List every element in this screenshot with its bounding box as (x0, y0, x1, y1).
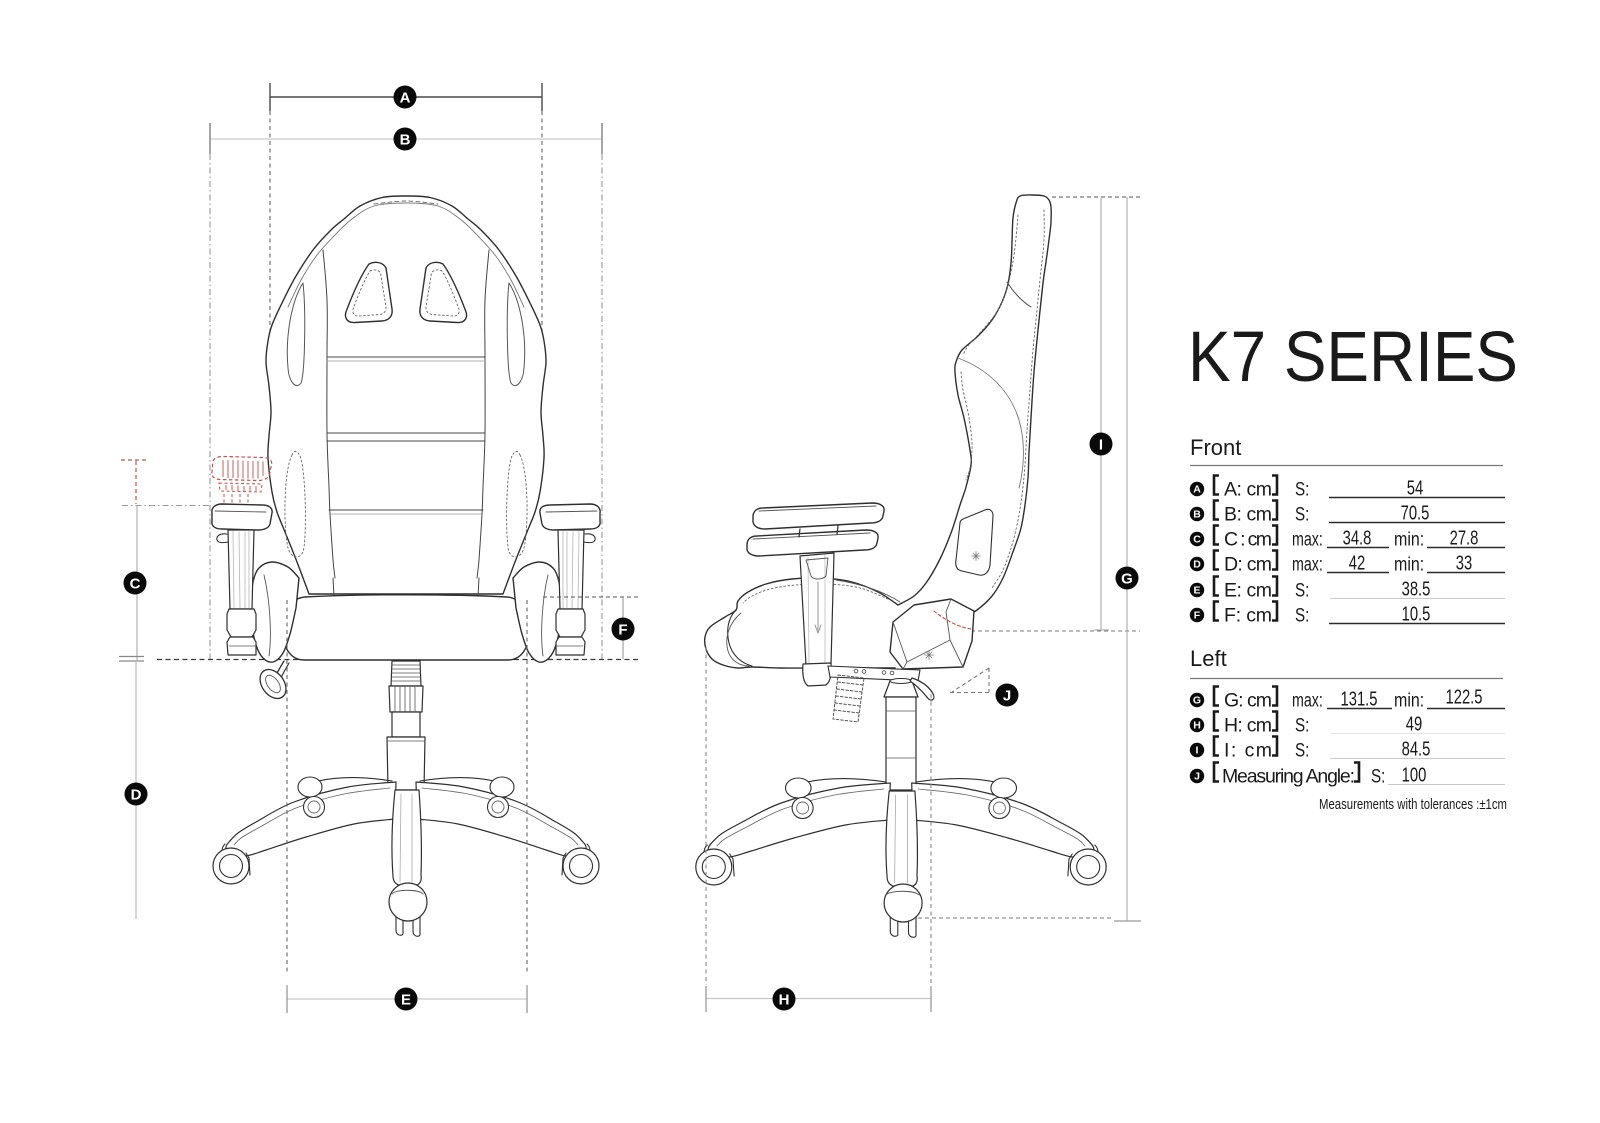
svg-text:C: C (130, 576, 141, 593)
svg-text:B: cm: B: cm (1224, 504, 1272, 526)
svg-text:33: 33 (1456, 551, 1472, 574)
svg-text:54: 54 (1407, 476, 1424, 499)
svg-text:I: I (1099, 437, 1103, 454)
svg-text:G: G (1193, 695, 1201, 707)
svg-text:100: 100 (1402, 763, 1427, 786)
svg-text:34.8: 34.8 (1343, 526, 1372, 549)
svg-text:Measuring Angle:: Measuring Angle: (1222, 766, 1355, 788)
svg-text:S:: S: (1295, 579, 1309, 601)
svg-text:E: E (1193, 585, 1200, 597)
svg-text:G: G (1121, 571, 1133, 588)
svg-text:H: H (1193, 720, 1201, 732)
svg-text:A: A (1193, 484, 1201, 496)
svg-text:E: E (401, 992, 411, 1009)
svg-text:J: J (1003, 688, 1011, 705)
svg-text:min:: min: (1394, 528, 1424, 550)
svg-text:B: B (400, 132, 411, 149)
svg-text:max:: max: (1292, 528, 1323, 550)
svg-text:min:: min: (1394, 689, 1424, 711)
svg-text:I: I (1196, 745, 1199, 757)
svg-text:min:: min: (1394, 553, 1424, 575)
svg-text:S:: S: (1295, 714, 1309, 736)
svg-text:42: 42 (1349, 551, 1365, 574)
svg-text:84.5: 84.5 (1402, 737, 1431, 760)
svg-text:49: 49 (1406, 712, 1422, 735)
svg-text:F: F (1194, 610, 1201, 622)
svg-text:38.5: 38.5 (1402, 577, 1431, 600)
svg-text:E: cm: E: cm (1224, 580, 1272, 602)
svg-text:S:: S: (1295, 739, 1309, 761)
svg-text:A: cm: A: cm (1224, 479, 1272, 501)
svg-text:K7 SERIES: K7 SERIES (1188, 318, 1518, 397)
svg-text:max:: max: (1292, 689, 1323, 711)
svg-text:S:: S: (1295, 478, 1309, 500)
svg-text:J: J (1194, 771, 1200, 783)
svg-text:10.5: 10.5 (1402, 602, 1431, 625)
svg-text:Measurements with tolerances :: Measurements with tolerances :±1cm (1319, 796, 1507, 813)
svg-text:122.5: 122.5 (1445, 685, 1482, 708)
svg-text:S:: S: (1295, 604, 1309, 626)
svg-text:D: cm: D: cm (1224, 554, 1272, 576)
svg-text:70.5: 70.5 (1401, 501, 1430, 524)
svg-text:Front: Front (1190, 435, 1241, 460)
svg-text:C : cm: C : cm (1224, 529, 1272, 551)
svg-text:Left: Left (1190, 646, 1227, 671)
svg-text:27.8: 27.8 (1450, 526, 1479, 549)
svg-text:max:: max: (1292, 553, 1323, 575)
svg-text:A: A (400, 90, 411, 107)
svg-text:131.5: 131.5 (1340, 687, 1377, 710)
svg-text:H: cm: H: cm (1224, 715, 1272, 737)
svg-text:S:: S: (1371, 765, 1385, 787)
svg-text:D: D (1193, 559, 1201, 571)
svg-text:D: D (131, 787, 142, 804)
svg-text:F: cm: F: cm (1224, 605, 1272, 627)
svg-text:H: H (779, 992, 790, 1009)
svg-text:I: cm: I: cm (1224, 740, 1272, 762)
svg-text:B: B (1193, 509, 1201, 521)
svg-text:C: C (1193, 534, 1201, 546)
svg-text:G: cm: G: cm (1224, 690, 1272, 712)
svg-text:S:: S: (1295, 503, 1309, 525)
svg-text:F: F (618, 622, 627, 639)
